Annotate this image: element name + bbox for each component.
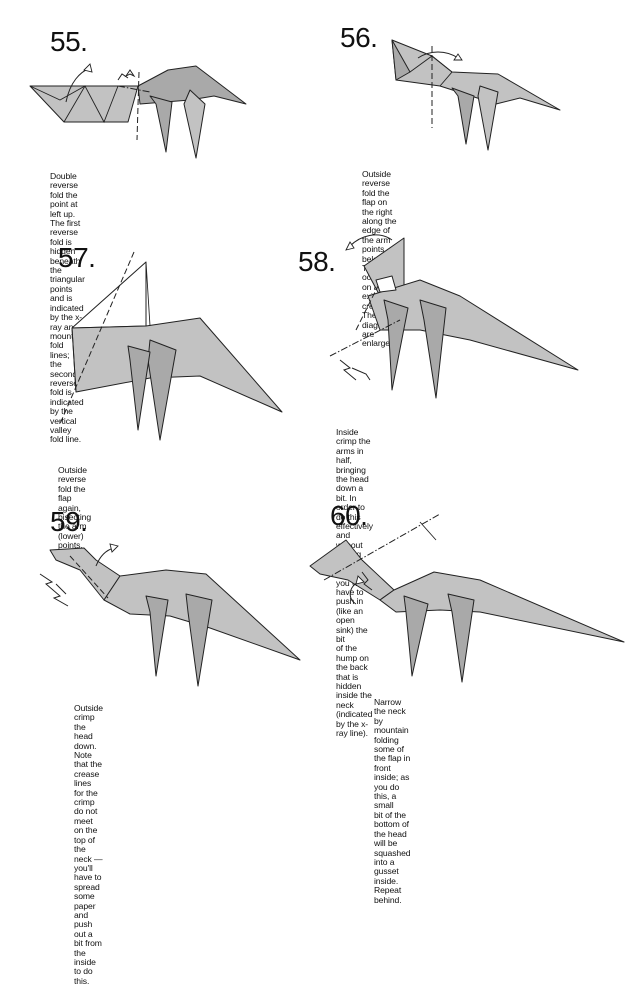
- step-55-diagram: [29, 63, 247, 159]
- head-neck: [309, 539, 395, 601]
- model-body-left: [29, 85, 139, 123]
- step-number: 57.: [58, 242, 96, 273]
- step-number: 55.: [50, 26, 88, 57]
- step-number: 58.: [298, 246, 336, 277]
- model-body: [71, 317, 283, 413]
- step-56-diagram: [391, 39, 561, 151]
- step-number: 59.: [50, 506, 88, 537]
- step-number: 56.: [340, 22, 378, 53]
- step-caption: Narrow the neck by mountain folding some…: [374, 697, 411, 905]
- step-caption: Double reverse fold the point at left up…: [50, 171, 85, 445]
- step-58-diagram: [329, 234, 579, 399]
- step-caption: Outside reverse fold the flap again, bis…: [58, 465, 92, 551]
- step-59-diagram: [39, 543, 301, 687]
- step-caption: Outside crimp the head down. Note that t…: [74, 703, 103, 986]
- step-60-diagram: [309, 513, 625, 683]
- step-57-diagram: [59, 251, 283, 441]
- step-number: 60.: [330, 500, 368, 531]
- model-body-right: [137, 65, 247, 105]
